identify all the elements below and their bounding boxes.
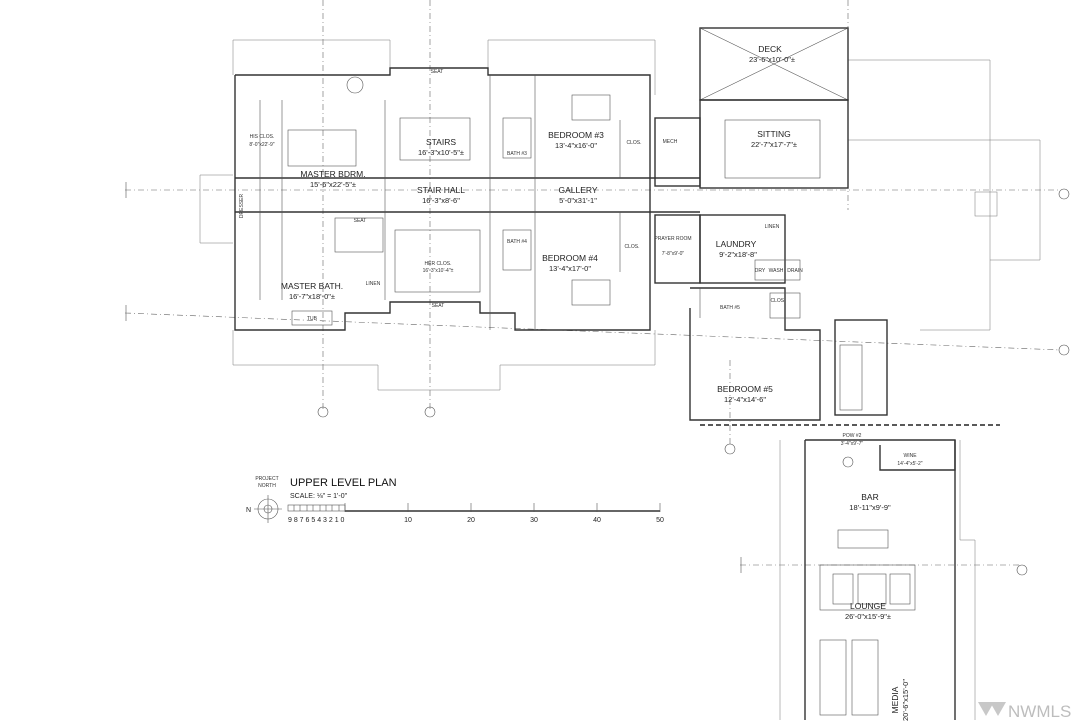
room-gallery-name: GALLERY	[558, 185, 597, 195]
room-sitting-name: SITTING	[757, 129, 791, 139]
room-master-bdrm-dim: 15'-6"x22'-5"±	[310, 180, 356, 189]
room-her-clos-dim: 16'-3"x10'-4"±	[423, 268, 454, 274]
room-gallery-dim: 5'-0"x31'-1"	[559, 196, 597, 205]
label-seat-c: SEAT	[354, 218, 367, 224]
label-drain: DRAIN	[787, 268, 803, 274]
scale-tick-40: 40	[593, 517, 601, 524]
label-dry: DRY	[755, 268, 766, 274]
label-linen-b: LINEN	[366, 281, 381, 287]
room-lounge-name: LOUNGE	[850, 601, 886, 611]
north-arrow-icon	[254, 495, 282, 523]
fixture-labels: BATH #3 BATH #4 BATH #5 CLOS. CLOS. CLOS…	[239, 69, 803, 322]
room-bar-dim: 18'-11"x9'-9"	[849, 503, 891, 512]
scale-bar	[287, 503, 661, 512]
label-clos-a: CLOS.	[626, 140, 641, 146]
room-bedroom4-dim: 13'-4"x17'-0"	[549, 264, 591, 273]
scale-small-ticks: 9 8 7 6 5 4 3 2 1 0	[288, 517, 345, 524]
label-clos-b: CLOS.	[624, 244, 639, 250]
room-pow2-dim: 3'-4"x9'-7"	[841, 441, 864, 447]
room-bar-name: BAR	[861, 492, 878, 502]
room-media-dim: 20'-6"x15'-0"	[901, 679, 910, 721]
room-laundry-dim: 9'-2"x18'-8"	[719, 250, 757, 259]
room-stair-hall-dim: 16'-3"x8'-6"	[422, 196, 460, 205]
north-letter: N	[246, 507, 251, 514]
room-wine-name: WINE	[903, 453, 917, 459]
scale-tick-20: 20	[467, 517, 475, 524]
label-bath4: BATH #4	[507, 239, 527, 245]
label-linen-a: LINEN	[765, 224, 780, 230]
north-label-line1: PROJECT	[255, 476, 278, 482]
label-wash: WASH	[769, 268, 784, 274]
label-seat-a: SEAT	[431, 69, 444, 75]
label-dresser: DRESSER	[239, 194, 245, 219]
label-bath3: BATH #3	[507, 151, 527, 157]
title-block: PROJECT NORTH N UPPER LEVEL PLAN SCALE: …	[246, 476, 664, 524]
room-laundry-name: LAUNDRY	[716, 239, 757, 249]
room-master-bath-name: MASTER BATH.	[281, 281, 343, 291]
room-master-bath-dim: 16'-7"x18'-0"±	[289, 292, 335, 301]
room-stairs-name: STAIRS	[426, 137, 456, 147]
room-deck-name: DECK	[758, 44, 782, 54]
scale-tick-50: 50	[656, 517, 664, 524]
room-his-clos-dim: 8'-0"x22'-9"	[249, 142, 274, 148]
room-his-clos-name: HIS CLOS.	[250, 134, 275, 140]
room-media-name: MEDIA	[890, 686, 900, 713]
nwmls-logo-icon	[978, 702, 1006, 716]
room-labels: HIS CLOS. 8'-0"x22'-9" MASTER BDRM. 15'-…	[249, 44, 922, 721]
right-wing-walls	[654, 27, 1000, 426]
room-prayer-room-dim: 7'-8"x9'-0"	[662, 251, 685, 257]
scale-text: SCALE: ⅛" = 1'-0"	[290, 493, 348, 500]
scale-tick-10: 10	[404, 517, 412, 524]
room-stairs-dim: 16'-3"x10'-5"±	[418, 148, 464, 157]
roof-outlines	[199, 39, 1041, 720]
room-sitting-dim: 22'-7"x17'-7"±	[751, 140, 797, 149]
room-pow2-name: POW #2	[843, 433, 862, 439]
room-bedroom5-name: BEDROOM #5	[717, 384, 773, 394]
main-wing-walls	[234, 67, 700, 331]
watermark: NWMLS	[978, 702, 1071, 721]
watermark-text: NWMLS	[1008, 702, 1071, 721]
room-bedroom3-name: BEDROOM #3	[548, 130, 604, 140]
room-prayer-room-name: PRAYER ROOM	[654, 236, 691, 242]
label-mech: MECH	[663, 139, 678, 145]
label-bath5: BATH #5	[720, 305, 740, 311]
room-wine-dim: 14'-4"x5'-2"	[897, 461, 922, 467]
label-seat-b: SEAT	[432, 303, 445, 309]
room-bedroom5-dim: 12'-4"x14'-6"	[724, 395, 766, 404]
room-master-bdrm-name: MASTER BDRM.	[300, 169, 365, 179]
lower-wing-walls	[804, 439, 956, 720]
label-clos-c: CLOS.	[770, 298, 785, 304]
scale-tick-30: 30	[530, 517, 538, 524]
label-tub: TUB	[307, 316, 318, 322]
room-her-clos-name: HER CLOS.	[425, 261, 452, 267]
room-bedroom4-name: BEDROOM #4	[542, 253, 598, 263]
north-label-line2: NORTH	[258, 483, 276, 489]
room-stair-hall-name: STAIR HALL	[417, 185, 465, 195]
room-lounge-dim: 26'-0"x15'-9"±	[845, 612, 891, 621]
room-bedroom3-dim: 13'-4"x16'-0"	[555, 141, 597, 150]
room-deck-dim: 23'-6"x10'-0"±	[749, 55, 795, 64]
plan-title: UPPER LEVEL PLAN	[290, 477, 397, 489]
